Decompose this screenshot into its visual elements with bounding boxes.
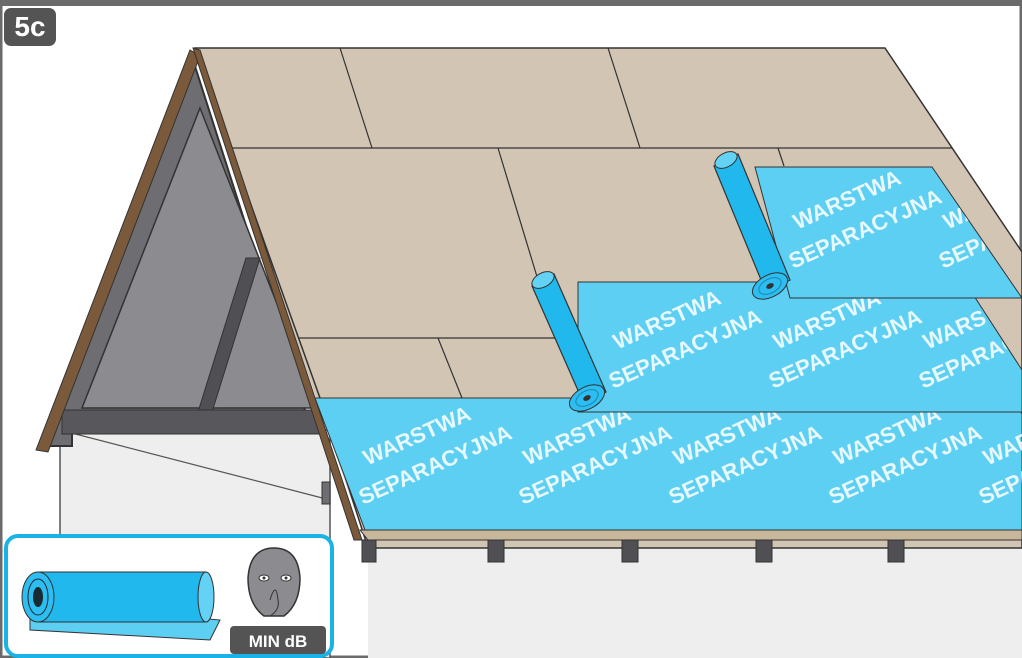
eave-wall [368,540,1022,658]
min-db-badge: MIN dB [249,632,308,651]
eave-fascia [360,530,1022,540]
step-badge: 5c [4,8,56,46]
product-inset: MIN dB [6,536,332,656]
membrane-roll-icon [22,572,220,640]
frame-top-bar [0,0,1022,6]
wall-bracket [322,482,330,504]
ceiling-joist [62,410,322,434]
